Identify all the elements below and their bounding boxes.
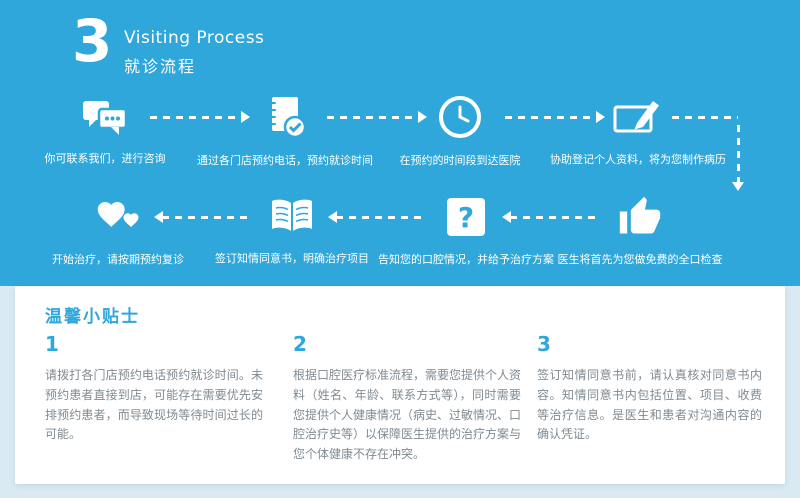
flow-step-consent: 签订知情同意书，明确治疗项目 [197, 192, 387, 266]
thumbs-up-icon [618, 192, 662, 242]
tip-text: 请拨打各门店预约电话预约就诊时间。未预约患者直接到店，可能存在需要优先安排预约患… [45, 368, 263, 442]
flow-step-consult: 你可联系我们，进行咨询 [10, 92, 200, 166]
tip-text: 根据口腔医疗标准流程，需要您提供个人资料（姓名、年龄、联系方式等），同时需要您提… [293, 368, 522, 462]
tips-title: 温馨小贴士 [45, 307, 140, 327]
dashed-line-icon [672, 116, 738, 119]
dashed-arrow-left-icon [502, 211, 598, 223]
open-book-icon [268, 192, 316, 242]
tip-item-2: 2 根据口腔医疗标准流程，需要您提供个人资料（姓名、年龄、联系方式等），同时需要… [293, 332, 521, 465]
flow-step-label: 你可联系我们，进行咨询 [44, 152, 166, 165]
flow-step-register: 协助登记个人资料，将为您制作病历 [543, 92, 733, 167]
tip-number: 3 [537, 332, 551, 356]
flow-step-label: 告知您的口腔情况，并给予治疗方案 [378, 253, 554, 266]
clock-icon [437, 92, 483, 142]
dashed-arrow-left-icon [328, 211, 424, 223]
section-header: Visiting Process 就诊流程 [124, 28, 264, 77]
flow-step-label: 通过各门店预约电话，预约就诊时间 [197, 154, 373, 167]
dashed-arrow-left-icon [154, 211, 250, 223]
notebook-check-icon [262, 92, 308, 142]
tip-number: 2 [293, 332, 307, 356]
tip-text: 签订知情同意书前，请认真核对同意书内容。知情同意书内包括位置、项目、收费等治疗信… [537, 368, 762, 442]
flow-step-label: 签订知情同意书，明确治疗项目 [215, 252, 369, 265]
flow-step-label: 在预约的时间段到达医院 [399, 154, 521, 167]
tip-item-1: 1 请拨打各门店预约电话预约就诊时间。未预约患者直接到店，可能存在需要优先安排预… [45, 332, 263, 445]
tablet-pen-icon [613, 92, 663, 142]
hearts-icon [94, 192, 142, 242]
process-flow-section: 3 Visiting Process 就诊流程 你可联系我们，进行咨询 [0, 0, 800, 286]
section-number: 3 [72, 7, 113, 75]
section-title-zh: 就诊流程 [124, 57, 197, 76]
tip-item-3: 3 签订知情同意书前，请认真核对同意书内容。知情同意书内包括位置、项目、收费等治… [537, 332, 762, 445]
chat-icon [82, 92, 128, 142]
section-title-en: Visiting Process [124, 28, 265, 48]
svg-text:?: ? [458, 201, 474, 234]
flow-step-checkup: 医生将首先为您做免费的全口检查 [545, 192, 735, 267]
flow-step-appointment: 通过各门店预约电话，预约就诊时间 [190, 92, 380, 168]
flow-step-treatment: 开始治疗，请按期预约复诊 [23, 192, 213, 267]
flow-step-arrive: 在预约的时间段到达医院 [365, 92, 555, 168]
flow-step-diagnosis: ? 告知您的口腔情况，并给予治疗方案 [371, 192, 561, 267]
dashed-arrow-down-icon [732, 125, 744, 191]
flow-step-label: 协助登记个人资料，将为您制作病历 [550, 153, 726, 166]
dashed-arrow-right-icon [150, 111, 250, 123]
question-mark-icon: ? [444, 192, 488, 242]
flow-step-label: 医生将首先为您做免费的全口检查 [557, 253, 723, 266]
dashed-arrow-right-icon [505, 111, 605, 123]
tips-card: 温馨小贴士 1 请拨打各门店预约电话预约就诊时间。未预约患者直接到店，可能存在需… [15, 286, 785, 484]
flow-step-label: 开始治疗，请按期预约复诊 [52, 253, 184, 266]
tip-number: 1 [45, 332, 59, 356]
dashed-arrow-right-icon [327, 111, 427, 123]
